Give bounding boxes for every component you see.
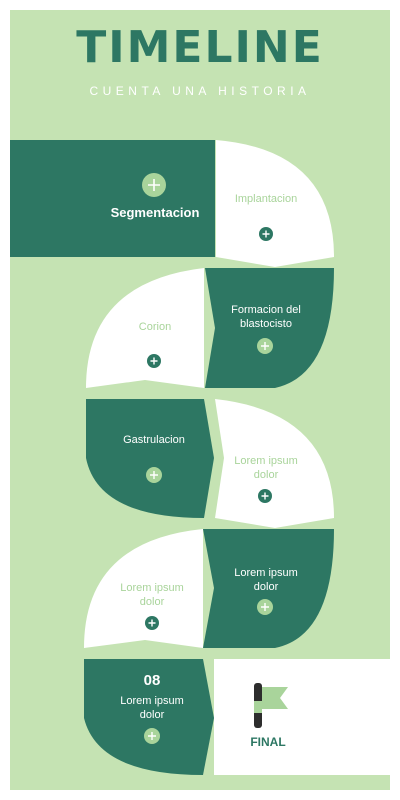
step-label: Segmentacion [110,205,200,220]
step-label: Lorem ipsum dolor [234,455,298,481]
step-3-block [205,268,334,388]
final-block [214,659,390,775]
page-title: TIMELINE [76,22,324,73]
step-2-block [216,140,334,267]
step-6-block [215,399,334,528]
step-label: Corion [138,321,172,333]
plus-icon [144,728,160,744]
step-label: Gastrulacion [123,434,185,446]
step-4-block [86,268,204,388]
step-label: Implantacion [234,193,298,205]
step-label: Lorem ipsum dolor [120,695,184,721]
step-number: 08 [143,672,161,689]
step-label: Lorem ipsum dolor [120,582,184,608]
plus-icon [147,354,161,368]
plus-icon [257,338,273,354]
step-label: Lorem ipsum dolor [234,567,298,593]
step-label: Formacion del blastocisto [231,304,301,330]
step-9-block [84,659,214,775]
plus-icon [145,616,159,630]
plus-icon [259,227,273,241]
plus-icon [257,599,273,615]
plus-icon [146,467,162,483]
step-7-block [203,529,334,648]
plus-icon [258,489,272,503]
step-5-block [86,399,214,518]
plus-icon [142,173,166,197]
step-8-block [84,529,203,648]
final-label: FINAL [250,735,286,749]
step-1-block [10,140,215,257]
flag-icon [254,683,288,728]
page-subtitle: CUENTA UNA HISTORIA [89,84,311,98]
